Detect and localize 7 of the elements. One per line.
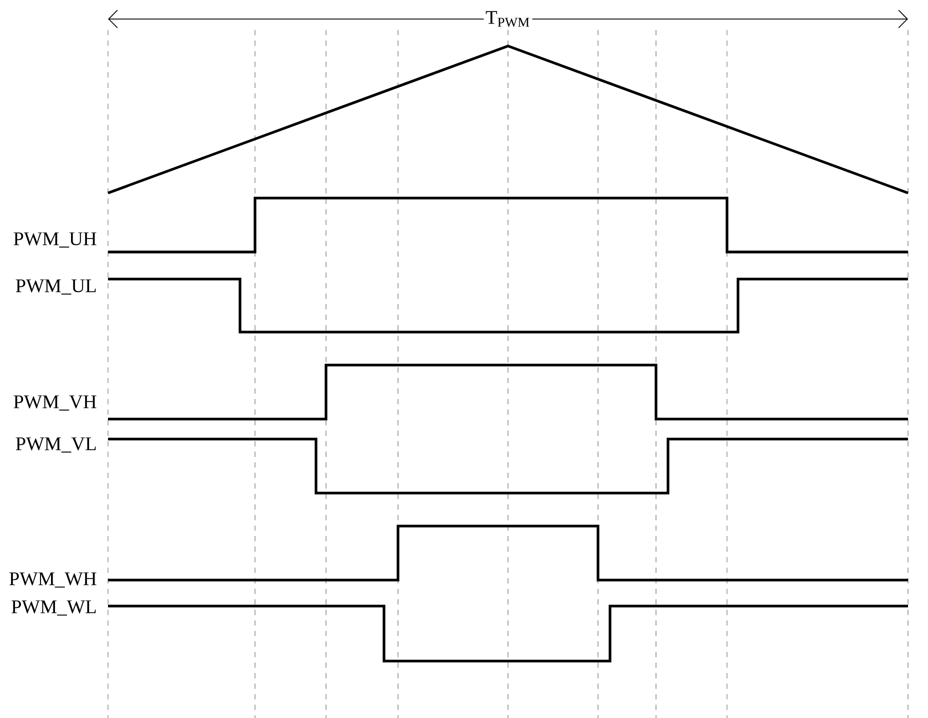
signal-label: PWM_VH	[14, 395, 96, 411]
signal-label: PWM_UL	[16, 279, 96, 295]
signal-label: PWM_UH	[14, 232, 96, 248]
signal-label: PWM_WL	[12, 600, 96, 616]
period-label: T$_{PWM}$	[484, 9, 532, 29]
signal-label: PWM_VL	[16, 437, 96, 453]
signal-label: PWM_WH	[9, 572, 96, 588]
